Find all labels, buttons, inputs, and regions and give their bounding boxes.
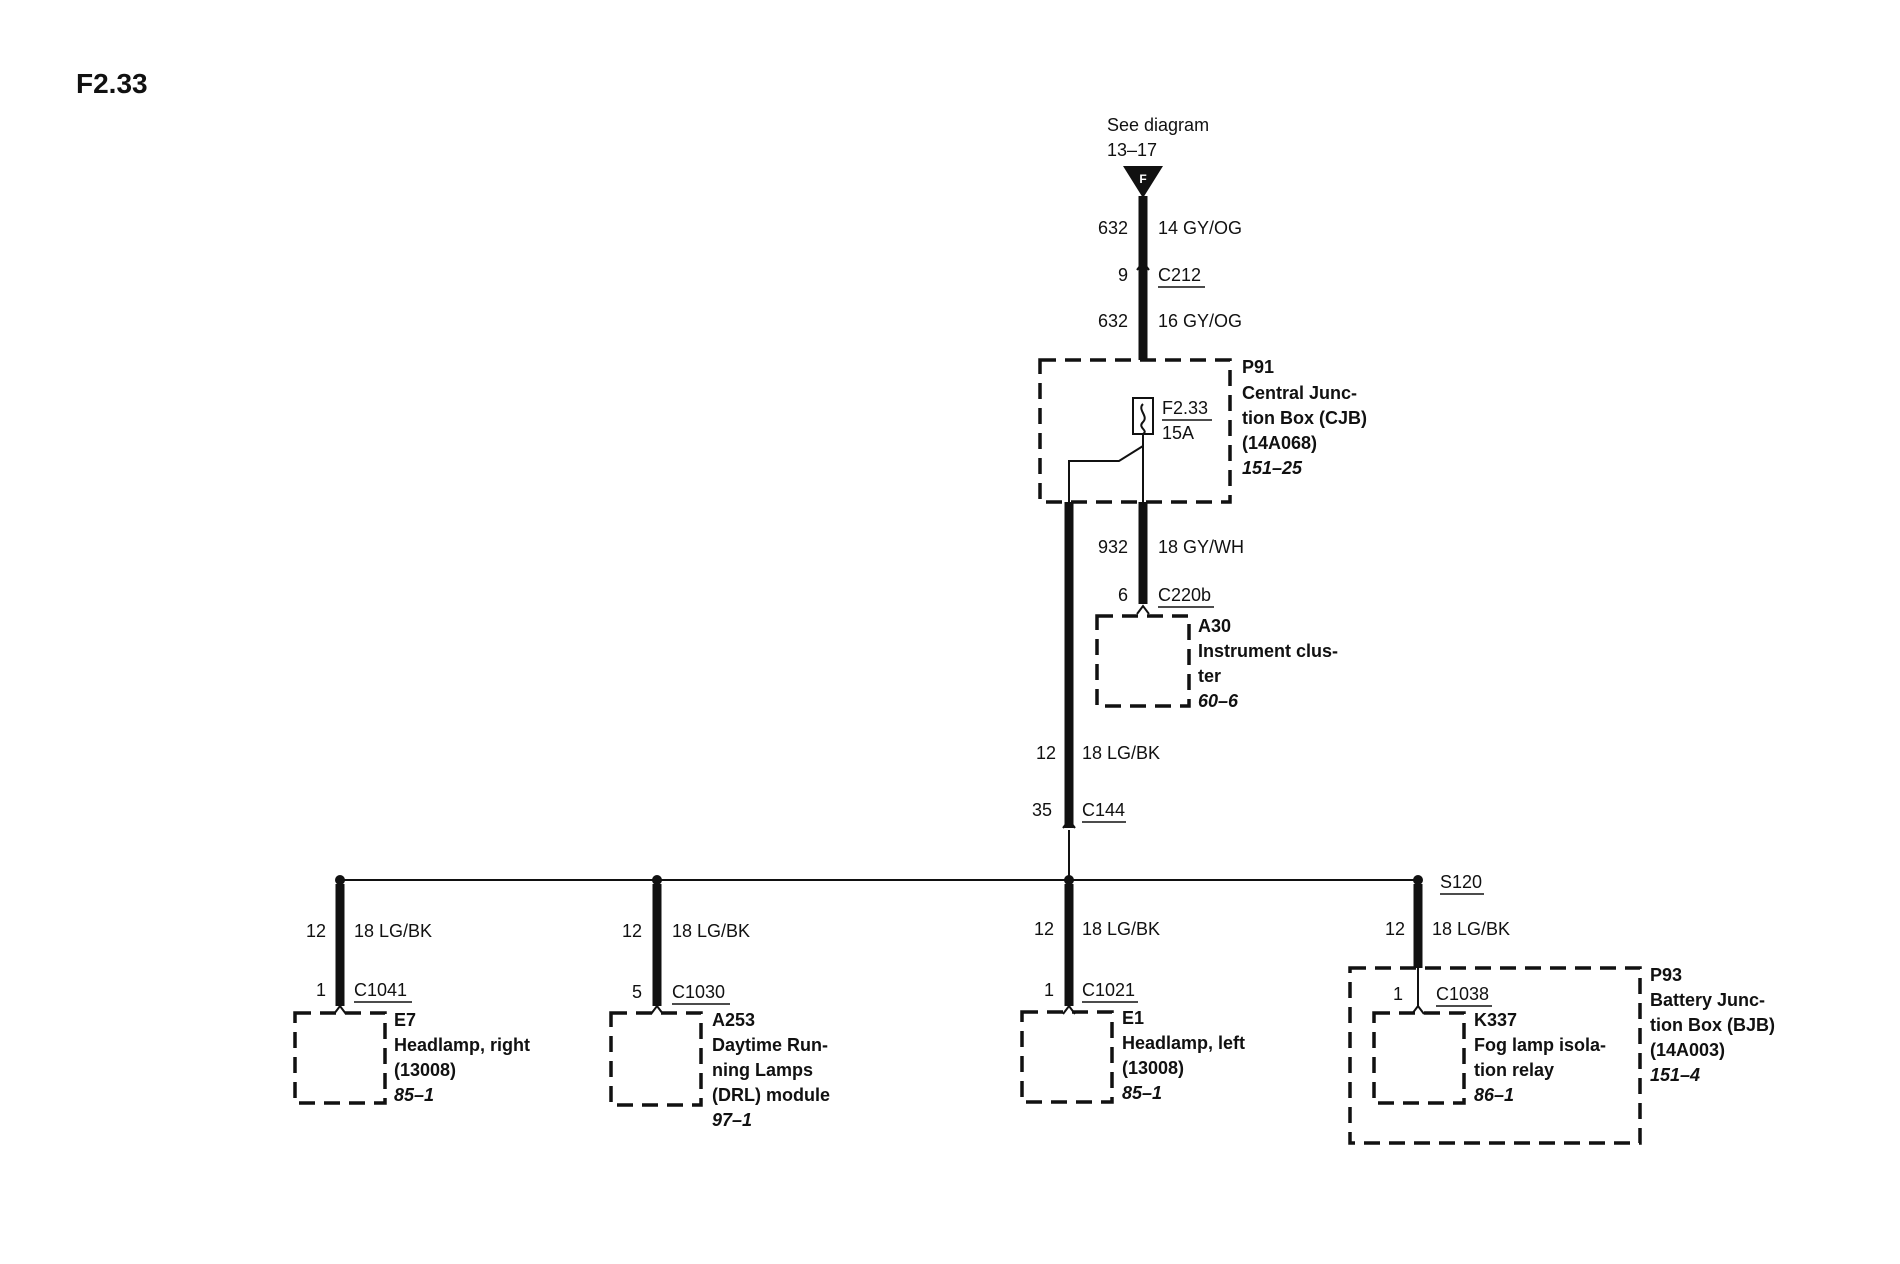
wire-632-gauge-color-top: 14 GY/OG: [1158, 218, 1242, 238]
fog-relay-id: K337: [1474, 1010, 1517, 1030]
headlamp-right-id: E7: [394, 1010, 416, 1030]
cjb-name-line-1: Central Junc-: [1242, 383, 1357, 403]
source-reference-text: See diagram: [1107, 115, 1209, 135]
branch-e7-circuit: 12: [306, 921, 326, 941]
branch-e7-connector: C1041: [354, 980, 407, 1000]
branch-a253-circuit: 12: [622, 921, 642, 941]
battery-junction-box-outline: [1348, 966, 1642, 1145]
diagram-title: F2.33: [76, 68, 148, 99]
instrument-cluster-outline: [1095, 614, 1191, 708]
cjb-page-ref: 151–25: [1242, 458, 1303, 478]
cluster-name-line-2: ter: [1198, 666, 1221, 686]
fuse-element-icon: [1140, 403, 1146, 435]
trunk-gauge-color: 18 LG/BK: [1082, 743, 1160, 763]
branch-e1-pin: 1: [1044, 980, 1054, 1000]
fog-relay-name-line-1: Fog lamp isola-: [1474, 1035, 1606, 1055]
cjb-id: P91: [1242, 357, 1274, 377]
c212-pin: 9: [1118, 265, 1128, 285]
branch-k337-pin: 1: [1393, 984, 1403, 1004]
splice-node-2: [652, 875, 662, 885]
bjb-name-line-2: tion Box (BJB): [1650, 1015, 1775, 1035]
fog-relay-ref: 86–1: [1474, 1085, 1514, 1105]
branch-e1-connector: C1021: [1082, 980, 1135, 1000]
wire-932-circuit: 932: [1098, 537, 1128, 557]
branch-e1-circuit: 12: [1034, 919, 1054, 939]
c220b-pin: 6: [1118, 585, 1128, 605]
cjb-part-number: (14A068): [1242, 433, 1317, 453]
wire-632-gauge-color-bottom: 16 GY/OG: [1158, 311, 1242, 331]
wire-932-gauge-color: 18 GY/WH: [1158, 537, 1244, 557]
cluster-page-ref: 60–6: [1198, 691, 1239, 711]
bjb-name-line-1: Battery Junc-: [1650, 990, 1765, 1010]
branch-e7-pin: 1: [316, 980, 326, 1000]
central-junction-box-outline: [1038, 358, 1232, 504]
cluster-name-line-1: Instrument clus-: [1198, 641, 1338, 661]
branch-a253-gauge-color: 18 LG/BK: [672, 921, 750, 941]
drl-module-name-line-2: ning Lamps: [712, 1060, 813, 1080]
source-symbol: F: [1139, 172, 1146, 186]
wire-632-circuit-bottom: 632: [1098, 311, 1128, 331]
c220b-connector-label: C220b: [1158, 585, 1211, 605]
source-arrow-icon: [1123, 166, 1163, 198]
fog-lamp-relay-outline: [1372, 1011, 1466, 1105]
splice-node-3: [1064, 875, 1074, 885]
headlamp-left-ref: 85–1: [1122, 1083, 1162, 1103]
headlamp-left-outline: [1020, 1010, 1114, 1104]
headlamp-right-part: (13008): [394, 1060, 456, 1080]
wire-632-circuit-top: 632: [1098, 218, 1128, 238]
headlamp-right-outline: [293, 1011, 387, 1105]
splice-node-4: [1413, 875, 1423, 885]
branch-e1-gauge-color: 18 LG/BK: [1082, 919, 1160, 939]
headlamp-right-name: Headlamp, right: [394, 1035, 530, 1055]
headlamp-left-name: Headlamp, left: [1122, 1033, 1245, 1053]
branch-a253-pin: 5: [632, 982, 642, 1002]
branch-k337-circuit: 12: [1385, 919, 1405, 939]
connector-c220b-icon: [1136, 604, 1150, 615]
splice-node-1: [335, 875, 345, 885]
source-page-reference: 13–17: [1107, 140, 1157, 160]
branch-k337-connector: C1038: [1436, 984, 1489, 1004]
connector-c212-icon: [1136, 260, 1150, 271]
splice-label: S120: [1440, 872, 1482, 892]
bjb-page-ref: 151–4: [1650, 1065, 1700, 1085]
c144-connector-label: C144: [1082, 800, 1125, 820]
branch-a253-connector: C1030: [672, 982, 725, 1002]
branch-e7-gauge-color: 18 LG/BK: [354, 921, 432, 941]
fog-relay-name-line-2: tion relay: [1474, 1060, 1554, 1080]
headlamp-left-id: E1: [1122, 1008, 1144, 1028]
bjb-id: P93: [1650, 965, 1682, 985]
cluster-id: A30: [1198, 616, 1231, 636]
drl-module-name-line-3: (DRL) module: [712, 1085, 830, 1105]
c212-connector-label: C212: [1158, 265, 1201, 285]
drl-module-id: A253: [712, 1010, 755, 1030]
trunk-circuit: 12: [1036, 743, 1056, 763]
fuse-rating: 15A: [1162, 423, 1194, 443]
headlamp-left-part: (13008): [1122, 1058, 1184, 1078]
cjb-internal-trace-b: [1068, 445, 1144, 502]
c144-pin: 35: [1032, 800, 1052, 820]
drl-module-outline: [609, 1011, 703, 1107]
headlamp-right-ref: 85–1: [394, 1085, 434, 1105]
drl-module-name-line-1: Daytime Run-: [712, 1035, 828, 1055]
cjb-name-line-2: tion Box (CJB): [1242, 408, 1367, 428]
branch-k337-gauge-color: 18 LG/BK: [1432, 919, 1510, 939]
connector-c144-icon: [1062, 818, 1076, 829]
bjb-part-number: (14A003): [1650, 1040, 1725, 1060]
drl-module-ref: 97–1: [712, 1110, 752, 1130]
fuse-name: F2.33: [1162, 398, 1208, 418]
